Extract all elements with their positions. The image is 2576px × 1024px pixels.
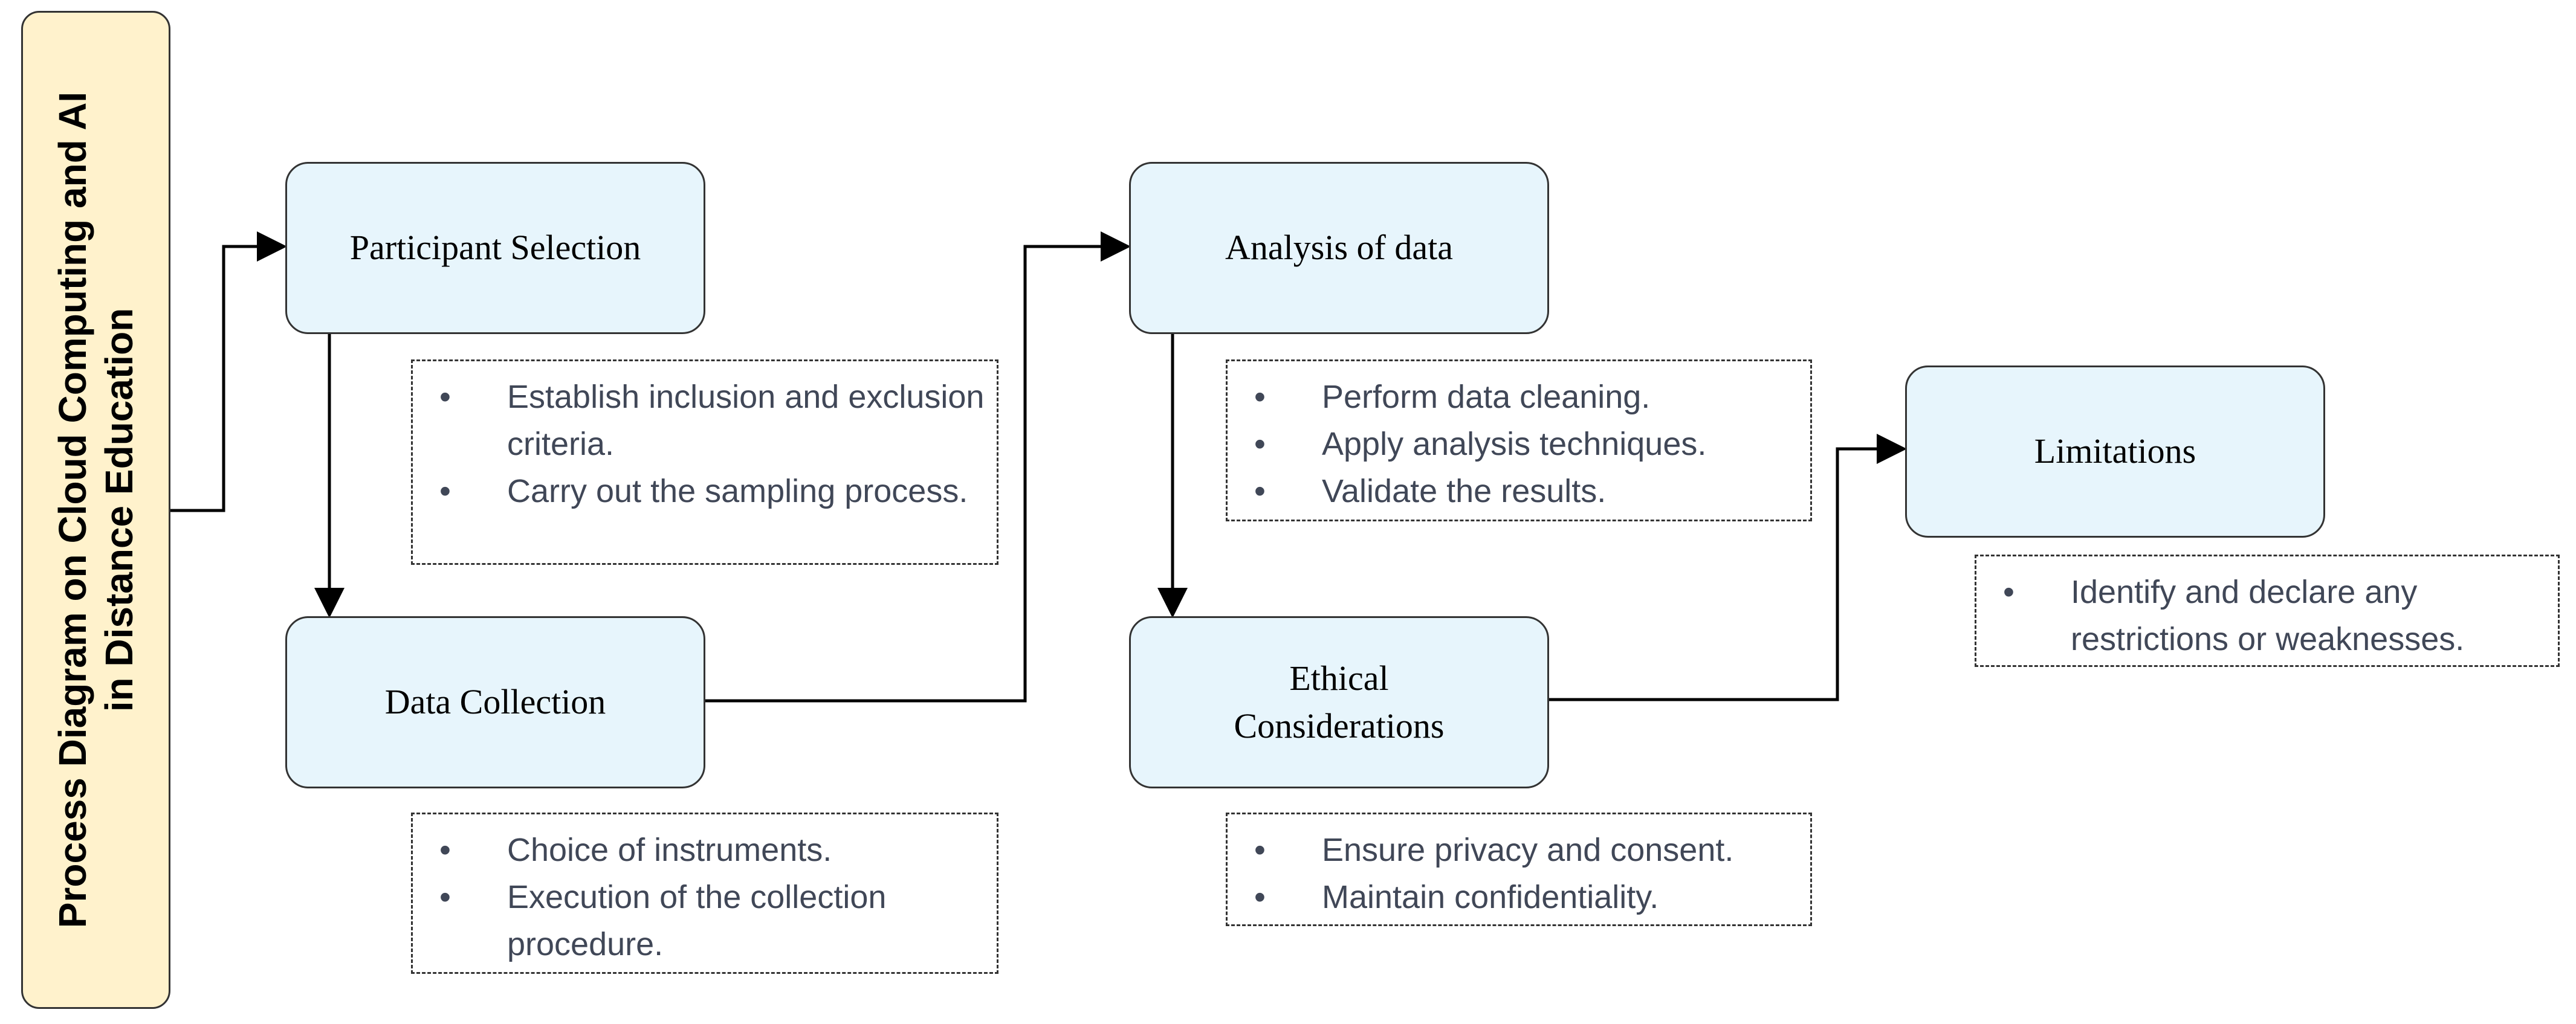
list-item: Execution of the collection procedure. [429, 874, 985, 968]
step-limitations: Limitations [1905, 365, 2325, 538]
list-item: Carry out the sampling process. [429, 468, 985, 515]
step-data-collection-label: Data Collection [384, 682, 606, 722]
note-participant-selection: Establish inclusion and exclusion criter… [411, 359, 998, 565]
step-ethical-considerations-line1: Ethical [1289, 659, 1389, 698]
list-item: Apply analysis techniques. [1243, 420, 1798, 468]
list-item: Maintain confidentiality. [1243, 874, 1798, 921]
list-item: Choice of instruments. [429, 826, 985, 874]
step-ethical-considerations: Ethical Considerations [1129, 616, 1549, 788]
list-item: Ensure privacy and consent. [1243, 826, 1798, 874]
note-analysis-of-data: Perform data cleaning. Apply analysis te… [1226, 359, 1812, 521]
list-item: Validate the results. [1243, 468, 1798, 515]
arrow-title-to-participant-selection [170, 231, 287, 512]
note-limitations: Identify and declare any restrictions or… [1975, 555, 2560, 667]
list-item: Identify and declare any restrictions or… [1992, 568, 2546, 663]
note-ethical-considerations: Ensure privacy and consent. Maintain con… [1226, 813, 1812, 926]
list-item: Establish inclusion and exclusion criter… [429, 373, 985, 468]
step-analysis-of-data: Analysis of data [1129, 162, 1549, 334]
step-ethical-considerations-line2: Considerations [1234, 706, 1445, 745]
diagram-title: Process Diagram on Cloud Computing and A… [50, 27, 143, 993]
step-participant-selection-label: Participant Selection [349, 228, 641, 268]
diagram-title-line1: Process Diagram on Cloud Computing and A… [50, 91, 94, 929]
note-data-collection: Choice of instruments. Execution of the … [411, 813, 998, 974]
list-item: Perform data cleaning. [1243, 373, 1798, 420]
step-participant-selection: Participant Selection [285, 162, 705, 334]
step-limitations-label: Limitations [2034, 431, 2196, 471]
diagram-title-line2: in Distance Education [97, 308, 141, 712]
step-data-collection: Data Collection [285, 616, 705, 788]
diagram-title-box: Process Diagram on Cloud Computing and A… [21, 11, 170, 1009]
arrow-ethical-considerations-to-limitations [1549, 434, 1907, 701]
step-analysis-of-data-label: Analysis of data [1225, 228, 1453, 268]
arrow-data-collection-to-analysis-of-data [705, 231, 1131, 703]
